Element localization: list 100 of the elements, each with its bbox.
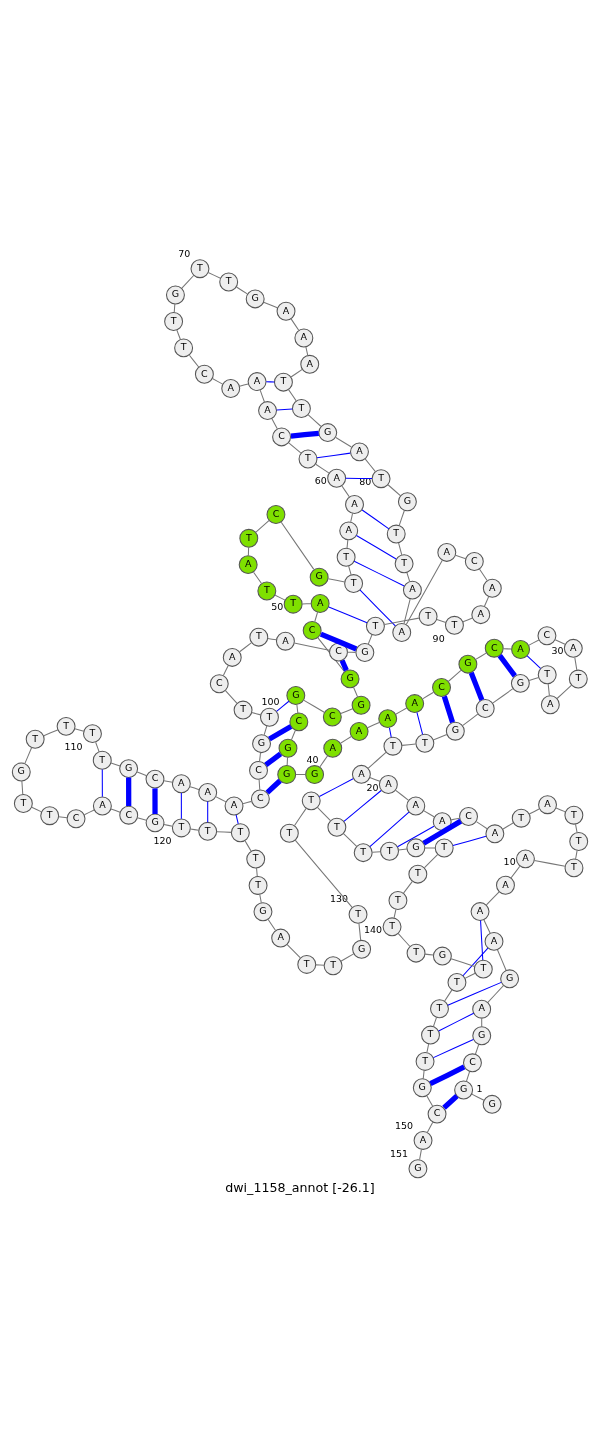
connector	[502, 648, 512, 650]
node-circle: C	[475, 699, 495, 718]
node-circle: C	[484, 638, 504, 658]
connector	[307, 414, 322, 427]
connector	[343, 789, 382, 822]
node-circle: G	[432, 946, 452, 966]
connector	[188, 354, 200, 368]
connector	[369, 811, 410, 848]
connector	[462, 617, 473, 623]
node-circle: G	[318, 423, 338, 443]
connector	[126, 777, 132, 806]
connector	[406, 571, 411, 582]
connector	[355, 534, 397, 560]
node-circle: A	[540, 695, 560, 715]
node-circle: T	[511, 808, 531, 828]
connector	[347, 651, 357, 653]
connector	[468, 671, 485, 701]
node-circle: G	[412, 1078, 432, 1098]
connector	[528, 639, 540, 646]
node-circle: A	[538, 795, 557, 815]
node-circle: A	[351, 764, 371, 784]
node-circle: C	[194, 364, 214, 384]
connector	[317, 807, 331, 822]
node-circle: G	[445, 721, 465, 741]
node-circle: A	[485, 824, 505, 844]
node-circle: G	[165, 285, 185, 305]
node-circle: G	[355, 643, 375, 662]
connector	[555, 807, 567, 813]
connector	[471, 1093, 485, 1101]
connector	[422, 1069, 425, 1080]
connector	[341, 485, 350, 498]
connector	[526, 655, 542, 669]
node-circle: C	[427, 1104, 447, 1124]
connector	[288, 442, 302, 454]
node-circle: A	[300, 354, 320, 374]
node-circle: A	[310, 594, 330, 613]
connector	[319, 631, 358, 652]
connector	[258, 778, 261, 791]
connector	[423, 810, 435, 818]
connector	[290, 430, 319, 439]
node-circle: A	[294, 328, 314, 348]
connector	[397, 932, 411, 947]
node-circle: T	[249, 627, 269, 647]
connector	[398, 542, 403, 556]
connector	[388, 727, 392, 738]
connector	[342, 833, 358, 847]
node-circle: A	[432, 812, 452, 832]
connector	[163, 780, 173, 783]
connector	[492, 688, 514, 704]
node-circle: G	[408, 1159, 428, 1179]
node-circle: T	[569, 832, 589, 851]
connector	[438, 1012, 475, 1032]
connector	[316, 452, 351, 459]
node-circle: T	[56, 716, 76, 736]
node-circle: T	[383, 736, 403, 756]
connector	[244, 839, 252, 852]
connector	[502, 822, 514, 830]
connector	[317, 637, 345, 673]
connector	[263, 301, 278, 309]
node-circle: C	[209, 674, 229, 694]
connector	[290, 729, 296, 741]
node-circle: T	[174, 338, 194, 358]
node-circle: T	[365, 616, 385, 636]
node-circle: G	[309, 567, 329, 587]
connector	[403, 598, 411, 625]
node-circle: T	[190, 259, 210, 279]
node-label: 20	[366, 781, 379, 793]
node-circle: G	[11, 762, 31, 782]
connector	[152, 788, 158, 814]
node-label: 60	[314, 475, 327, 487]
connector	[267, 918, 277, 932]
node-label: 30	[551, 645, 564, 657]
connector	[24, 747, 33, 764]
connector	[216, 831, 232, 833]
connector	[303, 699, 326, 713]
node-circle: T	[388, 891, 408, 910]
node-circle: G	[454, 1080, 474, 1100]
node-circle: T	[323, 956, 343, 976]
connector	[432, 1016, 438, 1027]
node-circle: T	[40, 806, 60, 826]
connector	[239, 383, 249, 387]
connector	[305, 346, 309, 356]
connector	[276, 700, 290, 712]
connector	[95, 741, 100, 753]
node-label: 130	[330, 893, 349, 905]
connector	[293, 642, 330, 651]
connector	[401, 743, 417, 746]
connector	[353, 686, 359, 698]
connector	[43, 729, 59, 737]
connector	[276, 408, 293, 411]
connector	[176, 329, 181, 340]
connector	[447, 981, 502, 1006]
node-circle: T	[353, 843, 373, 863]
connector	[426, 1043, 430, 1054]
node-circle: T	[13, 794, 33, 813]
node-circle: C	[459, 807, 478, 826]
node-circle: C	[322, 707, 342, 727]
connector	[483, 919, 491, 934]
node-circle: G	[482, 1094, 502, 1114]
connector	[340, 708, 354, 715]
